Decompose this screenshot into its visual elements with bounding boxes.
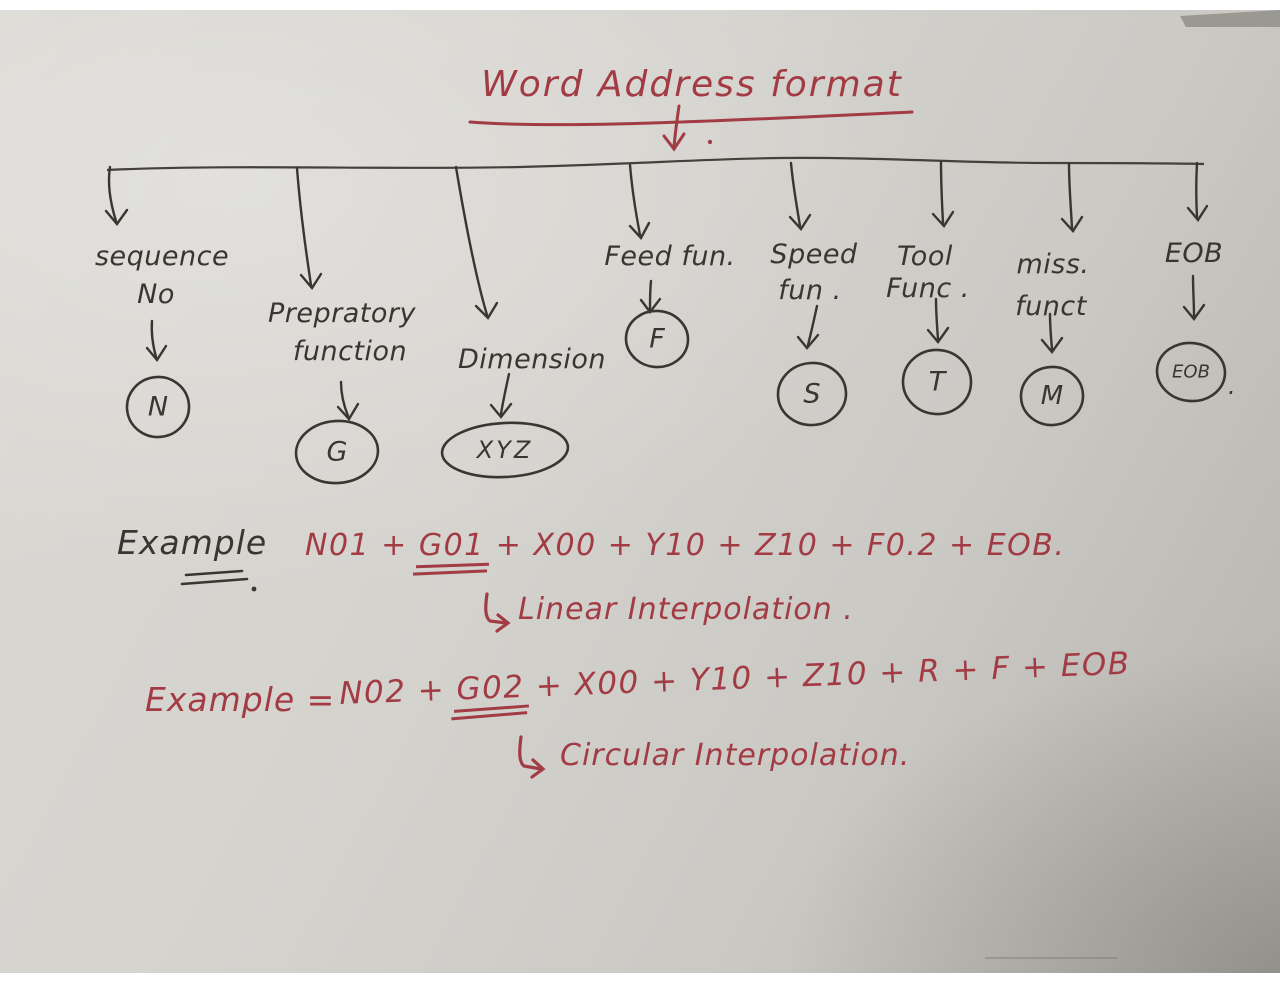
label-to-code-arrows <box>145 274 1206 421</box>
branch-label-dimension-1: Dimension <box>457 344 607 375</box>
paper-bottom-edge <box>985 957 1117 959</box>
branch-arrows <box>104 160 1209 320</box>
example2-note: Circular Interpolation. <box>560 738 911 773</box>
branch-label-misc-2: funct <box>1015 291 1087 322</box>
code-letter-m: M <box>1040 381 1064 411</box>
example2-formula-pre: N02 + <box>338 671 458 712</box>
code-circles <box>125 309 1227 485</box>
note-hook-arrows <box>484 592 546 779</box>
example1-formula: N01 + G01 + X00 + Y10 + Z10 + F0.2 + EOB… <box>305 528 1065 563</box>
branch-label-speed-2: fun . <box>778 275 842 306</box>
example1-g-term: G01 <box>418 528 485 563</box>
branch-label-tool-1: Tool <box>897 241 953 272</box>
code-letter-f: F <box>649 323 665 355</box>
example1-label-underline <box>180 569 257 592</box>
branch-label-preparatory-1: Prepratory <box>268 298 416 329</box>
example1-note: Linear Interpolation . <box>518 592 854 627</box>
branch-label-eob-1: EOB <box>1164 238 1224 269</box>
eob-period: . <box>1228 372 1236 400</box>
example1-formula-post: + X00 + Y10 + Z10 + F0.2 + EOB. <box>484 528 1066 563</box>
branch-label-misc-1: miss. <box>1016 249 1090 280</box>
code-letter-n: N <box>147 391 169 423</box>
branch-label-tool-2: Func . <box>886 273 970 304</box>
code-letters-xyz: XYZ <box>476 436 534 464</box>
example2-label: Example = <box>145 680 336 719</box>
branch-label-sequence-1: sequence <box>94 241 230 272</box>
branch-label-sequence-2: No <box>137 279 175 310</box>
example1-label: Example <box>117 523 268 562</box>
paper-background <box>0 10 1280 973</box>
code-letter-g: G <box>326 436 348 468</box>
branch-label-feed-1: Feed fun. <box>604 241 736 272</box>
example1-formula-pre: N01 + <box>305 528 419 563</box>
branch-label-speed-1: Speed <box>770 239 858 270</box>
code-letter-t: T <box>928 366 946 398</box>
code-letters-eob: EOB <box>1172 361 1210 383</box>
page-title: Word Address format <box>481 64 903 105</box>
example2-g-term: G02 <box>455 668 526 708</box>
title-underline-and-arrow <box>468 104 914 152</box>
branch-label-preparatory-2: function <box>292 336 408 367</box>
tree-horizontal-line <box>106 156 1205 172</box>
code-letter-s: S <box>803 378 821 410</box>
